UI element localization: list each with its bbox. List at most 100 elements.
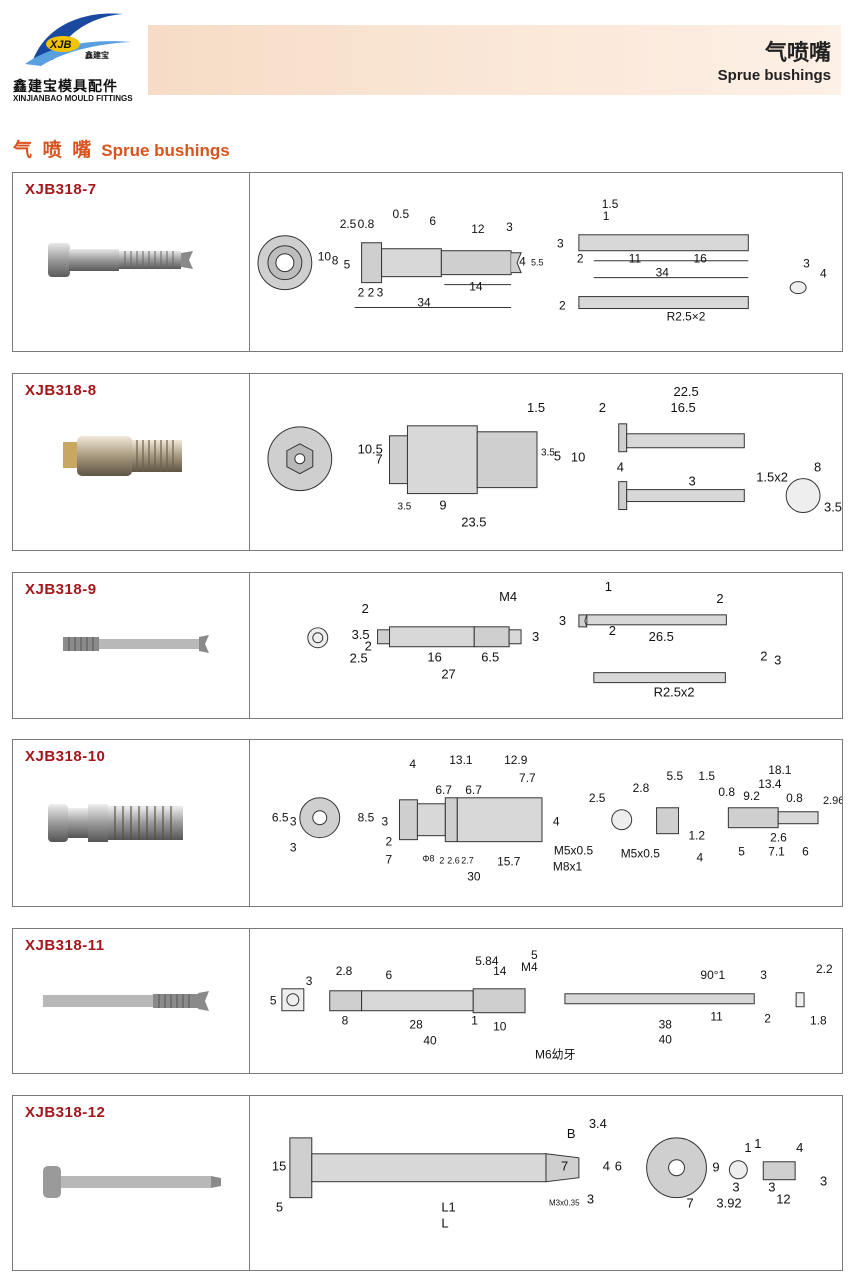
dim-label: M4 xyxy=(521,960,538,974)
dim-label: 7 xyxy=(376,452,383,467)
dim-label: 2.8 xyxy=(336,964,353,978)
dim-label: 6 xyxy=(386,968,393,982)
dim-label: 12 xyxy=(776,1192,790,1207)
row-divider xyxy=(249,173,250,351)
dim-label: 27 xyxy=(441,667,455,682)
dim-label: 2 xyxy=(386,835,393,849)
dim-label: 2.7 xyxy=(461,856,473,866)
dim-label: 5 xyxy=(270,994,277,1008)
dim-label: 3 xyxy=(557,237,564,251)
dim-label: 4 xyxy=(820,267,827,281)
product-code: XJB318-8 xyxy=(25,382,97,399)
dim-label: 1 xyxy=(605,579,612,594)
dim-label: 0.8 xyxy=(358,217,375,231)
dim-label: M6幼牙 xyxy=(535,1048,576,1062)
dim-label: 4 xyxy=(617,460,624,475)
dim-label: 26.5 xyxy=(649,629,674,644)
dim-label: M8x1 xyxy=(553,860,583,874)
technical-drawing: M4 2 3.5 2 16 6.5 3 2.5 27 1 2 3 2 26.5 … xyxy=(307,579,781,700)
dim-label: 3.5 xyxy=(352,627,370,642)
product-photo xyxy=(48,804,183,842)
product-code: XJB318-12 xyxy=(25,1104,106,1121)
dim-label: M5x0.5 xyxy=(621,847,661,861)
dim-label: 9 xyxy=(439,498,446,513)
dim-label: 3 xyxy=(290,841,297,855)
dim-label: 14 xyxy=(493,964,507,978)
dim-label: 3 xyxy=(732,1180,739,1195)
product-row: XJB318-12 B 3.4 15 7 4 6 5 L1 L M3x0.35 … xyxy=(12,1095,843,1271)
product-code: XJB318-9 xyxy=(25,581,97,598)
dim-label: 6 xyxy=(802,845,809,859)
banner-title-cn: 气喷嘴 xyxy=(764,41,831,66)
dim-label: 38 xyxy=(659,1018,673,1032)
dim-label: 11 xyxy=(710,1010,723,1024)
dim-label: 2 xyxy=(365,639,372,654)
logo-swoosh-icon: XJB 鑫建宝 xyxy=(25,13,131,66)
product-row: XJB318-10 4 13.1 12.9 6.5 3 8.5 6.7 xyxy=(12,739,843,907)
dim-label: 8 xyxy=(342,1014,349,1028)
dim-label: 7.7 xyxy=(519,771,536,785)
dim-label: 2 xyxy=(358,286,365,300)
dim-label: 1.5x2 xyxy=(756,470,788,485)
dim-label: 3 xyxy=(559,613,566,628)
dim-label: 1 xyxy=(603,209,610,223)
dim-label: 1.2 xyxy=(688,829,705,843)
dim-label: 3 xyxy=(768,1180,775,1195)
dim-label: 4 xyxy=(696,851,703,865)
logo-cn-text: 鑫建宝模具配件 xyxy=(13,79,118,95)
section-title-cn: 气 喷 嘴 xyxy=(13,139,94,161)
dim-label: 23.5 xyxy=(461,514,486,529)
dim-label: 3 xyxy=(820,1174,827,1189)
dim-label: 2 xyxy=(559,299,566,313)
logo-mark-text: XJB xyxy=(49,39,71,51)
dim-label: 3 xyxy=(506,220,513,234)
page-header: XJB 鑫建宝 鑫建宝模具配件 XINJIANBAO MOULD FITTING… xyxy=(0,0,850,103)
dim-label: 2.5 xyxy=(589,791,606,805)
dim-label: 16.5 xyxy=(671,400,696,415)
dim-label: 3.92 xyxy=(716,1196,741,1211)
product-row: XJB318-11 3 2.8 6 5.84 14 M4 5 5 8 28 1 xyxy=(12,928,843,1074)
dim-label: 3 xyxy=(290,815,297,829)
dim-label: 10 xyxy=(493,1020,507,1034)
dim-label: 13.1 xyxy=(449,753,473,767)
dim-label: 2.5 xyxy=(350,651,368,666)
company-logo: XJB 鑫建宝 鑫建宝模具配件 XINJIANBAO MOULD FITTING… xyxy=(5,8,145,103)
dim-label: 3 xyxy=(532,629,539,644)
dim-label: 6.7 xyxy=(465,783,482,797)
dim-label: M3x0.35 xyxy=(549,1199,580,1208)
dim-label: 8 xyxy=(814,460,821,475)
dim-label: M4 xyxy=(499,589,517,604)
product-photo xyxy=(48,243,193,277)
dim-label: 2.8 xyxy=(633,781,650,795)
dim-label: 15.7 xyxy=(497,855,521,869)
dim-label: 3.4 xyxy=(589,1116,607,1131)
product-photo xyxy=(63,635,209,653)
dim-label: 6.7 xyxy=(435,783,452,797)
dim-label: 2 xyxy=(764,1012,771,1026)
dim-label: 34 xyxy=(656,266,670,280)
dim-label: L xyxy=(441,1216,448,1231)
dim-label: 2 xyxy=(577,252,584,266)
row-divider xyxy=(249,1096,250,1270)
dim-label: 2 xyxy=(609,623,616,638)
dim-label: 40 xyxy=(659,1033,673,1047)
dim-label: 5.5 xyxy=(531,258,543,268)
product-row: XJB318-9 M4 2 3.5 2 16 6.5 3 2.5 27 1 xyxy=(12,572,843,719)
dim-label: 34 xyxy=(417,296,431,310)
dim-label: 4 xyxy=(553,815,560,829)
banner-title-en: Sprue bushings xyxy=(717,67,831,84)
dim-label: 3.5 xyxy=(541,448,555,459)
dim-label: 8 xyxy=(332,254,339,268)
dim-label: 5 xyxy=(554,449,561,464)
dim-label: 3 xyxy=(306,974,313,988)
dim-label: 12.9 xyxy=(504,753,528,767)
dim-label: 2 xyxy=(599,400,606,415)
dim-label: 2.2 xyxy=(816,962,833,976)
dim-label: 10 xyxy=(318,250,332,264)
dim-label: 3 xyxy=(688,474,695,489)
dim-label: 13.4 xyxy=(758,777,782,791)
title-banner: 气喷嘴 Sprue bushings xyxy=(148,25,841,95)
dim-label: 6 xyxy=(429,214,436,228)
dim-label: 6 xyxy=(615,1159,622,1174)
dim-label: 2.6 xyxy=(447,856,459,866)
